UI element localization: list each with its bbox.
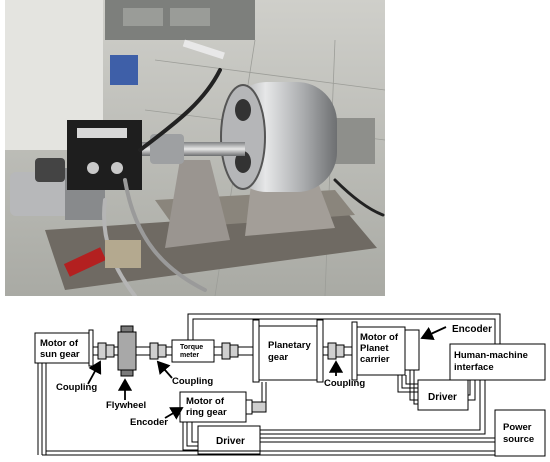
ring-gear-pinion xyxy=(251,401,267,413)
planet-carrier-flange xyxy=(351,321,358,381)
driver-bottom-label: Driver xyxy=(216,436,245,447)
coupling-3-left xyxy=(327,342,337,360)
wire-top xyxy=(187,313,501,348)
coupling-1-label: Coupling xyxy=(56,382,97,393)
power-strip xyxy=(182,39,225,60)
label-line: Planet xyxy=(360,343,389,354)
motor-sun-gear-label: Motor of sun gear xyxy=(40,338,81,360)
coupling-2-left xyxy=(149,342,159,360)
coupling-3-label: Coupling xyxy=(324,378,365,389)
coupling xyxy=(150,134,184,164)
fan xyxy=(35,158,65,182)
coupling-1-right xyxy=(105,344,115,358)
torque-meter-label: Torque meter xyxy=(180,344,205,359)
connector xyxy=(111,162,123,174)
label-line: meter xyxy=(180,352,199,359)
driver-right-label: Driver xyxy=(428,392,457,403)
coupling-tm-right xyxy=(229,344,239,358)
red-tool xyxy=(63,247,107,277)
power-source-block xyxy=(494,409,546,457)
driver-bottom-block xyxy=(197,425,261,455)
encoder-top-label: Encoder xyxy=(452,324,492,335)
human-machine-interface-block xyxy=(449,343,546,381)
coupling-3-right xyxy=(335,344,345,358)
blue-bin xyxy=(110,55,138,85)
metal-block xyxy=(105,240,141,268)
label-line: interface xyxy=(454,362,494,373)
connector xyxy=(87,162,99,174)
cabinet-drawer xyxy=(123,8,163,26)
encoder-top-arrow xyxy=(420,326,447,341)
wire-planet-carrier xyxy=(397,370,476,405)
motor-ring-gear-label: Motor of ring gear xyxy=(186,396,227,418)
cabinet-drawer xyxy=(170,8,210,26)
motor-sun-gear-block xyxy=(34,332,91,364)
stand-left xyxy=(165,160,230,248)
gearbox-face xyxy=(220,84,266,190)
label-line: sun gear xyxy=(40,349,80,360)
label-line: gear xyxy=(268,352,288,363)
coupling-2-right xyxy=(157,344,167,358)
human-machine-interface-label: Human-machine interface xyxy=(454,350,531,373)
wire-ring-motor xyxy=(182,422,198,451)
torque-meter-label xyxy=(77,128,127,138)
motor-ring-gear-block xyxy=(179,391,247,423)
flywheel-label: Flywheel xyxy=(106,400,146,411)
test-rig-photo xyxy=(5,0,385,296)
coupling-2-arrow xyxy=(156,360,173,379)
power-source-label: Power source xyxy=(503,422,534,445)
label-line: ring gear xyxy=(186,407,227,418)
label-line: source xyxy=(503,434,534,445)
planetary-gear-label: Planetary gear xyxy=(268,340,313,363)
planet-carrier-encoder xyxy=(404,329,420,371)
wire-sun-motor xyxy=(37,363,47,455)
wire-bottom-bus xyxy=(42,380,495,456)
motor-planet-carrier-block xyxy=(356,326,406,376)
gearbox-hole xyxy=(235,99,251,121)
label-line: carrier xyxy=(360,354,390,365)
planetary-flange-right xyxy=(316,319,324,383)
flywheel-rim xyxy=(117,331,137,371)
motor-sun-flange xyxy=(88,329,94,367)
schematic-diagram: Motor of sun gear Torque meter Planetary… xyxy=(34,313,546,457)
coupling-2-label: Coupling xyxy=(172,376,213,387)
sun-motor xyxy=(10,172,70,216)
coupling-1-arrow xyxy=(87,360,102,385)
ring-gear-flange xyxy=(245,399,253,415)
coupling-tm-left xyxy=(221,342,231,360)
encoder-left-label: Encoder xyxy=(130,417,168,428)
torque-meter-block xyxy=(171,339,215,363)
driver-right-block xyxy=(417,379,469,411)
coupling-1-left xyxy=(97,342,107,360)
planetary-flange-left xyxy=(252,319,260,383)
encoder-left-arrow xyxy=(164,407,184,420)
gearbox-hole xyxy=(235,151,251,173)
